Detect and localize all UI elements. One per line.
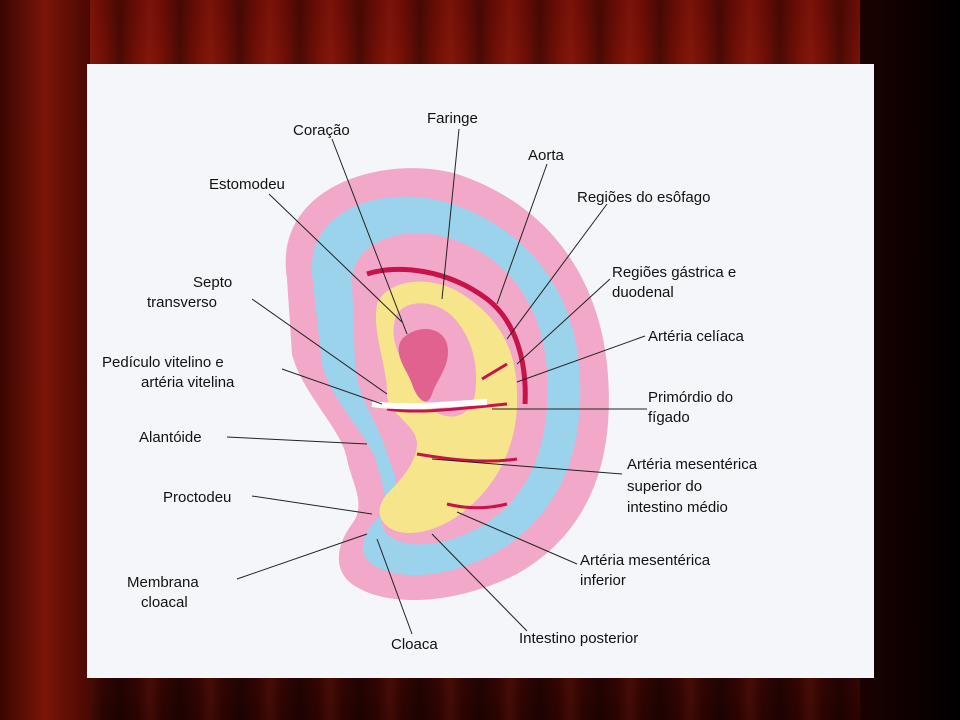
superior-mesenteric-artery — [416, 452, 518, 463]
heart-region — [398, 328, 449, 402]
vitelline-artery — [386, 402, 508, 413]
label-estomodeu: Estomodeu — [209, 176, 285, 193]
label-primordio-2: fígado — [648, 409, 690, 426]
label-intestino-posterior: Intestino posterior — [519, 630, 639, 647]
label-pediculo-1: Pedículo vitelino e — [102, 354, 224, 371]
label-mesenterica-inf-1: Artéria mesentérica — [580, 552, 711, 569]
label-pediculo-2: artéria vitelina — [141, 374, 235, 391]
label-membrana-2: cloacal — [141, 594, 188, 611]
label-primordio-1: Primórdio do — [648, 389, 734, 406]
curtain-right-drape — [860, 0, 960, 720]
label-mesenterica-sup-1: Artéria mesentérica — [627, 456, 758, 473]
septum-band — [371, 399, 488, 410]
label-septo-1: Septo — [193, 274, 233, 291]
leader-lines — [226, 128, 647, 635]
label-alantoide: Alantóide — [139, 429, 202, 446]
slide-image: Coração Faringe Aorta Estomodeu Regiões … — [87, 64, 874, 678]
embryo-diagram — [226, 128, 647, 635]
celiac-artery — [481, 362, 508, 381]
label-mesenterica-sup-3: intestino médio — [627, 499, 728, 516]
label-septo-2: transverso — [147, 294, 218, 311]
label-arteria-celiaca: Artéria celíaca — [648, 328, 744, 345]
inferior-mesenteric-artery — [446, 502, 508, 510]
label-coracao: Coração — [293, 122, 350, 139]
label-proctodeu: Proctodeu — [163, 489, 232, 506]
label-gastrica-1: Regiões gástrica e — [612, 264, 737, 281]
label-mesenterica-sup-2: superior do — [627, 478, 703, 495]
label-regioes-esofago: Regiões do esôfago — [577, 189, 711, 206]
label-membrana-1: Membrana — [127, 574, 199, 591]
curtain-left-drape — [0, 0, 90, 720]
label-faringe: Faringe — [427, 110, 478, 127]
label-mesenterica-inf-2: inferior — [580, 572, 626, 589]
aorta-vessel — [366, 266, 528, 405]
label-aorta: Aorta — [528, 147, 564, 164]
label-cloaca: Cloaca — [391, 636, 438, 653]
label-gastrica-2: duodenal — [612, 284, 674, 301]
